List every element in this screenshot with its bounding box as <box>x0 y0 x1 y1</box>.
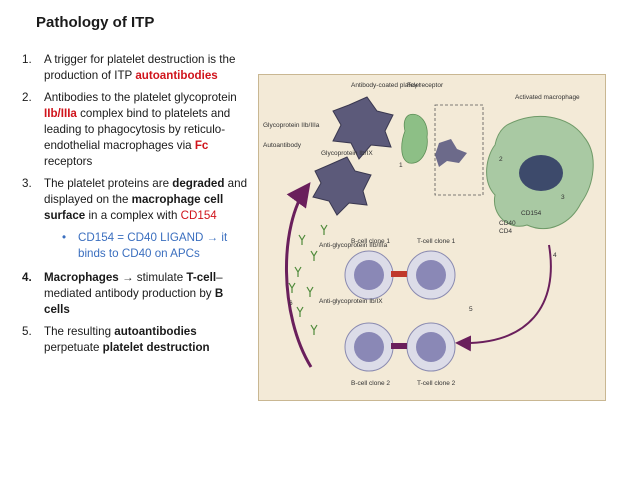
step-6: 6 <box>289 300 293 307</box>
step-2: 2 <box>499 156 503 163</box>
t-cell-2-nucleus <box>416 332 446 362</box>
step-5: 5 <box>469 306 473 313</box>
item-text: and displayed on the <box>44 177 248 206</box>
platelet-shape <box>435 139 467 167</box>
list-item-3: 3. The platelet proteins are degraded an… <box>22 176 250 224</box>
label-glycoprotein-iib-iiia: Glycoprotein IIb/IIIa <box>263 122 320 129</box>
label-anti-ib-ix: Anti-glycoprotein Ib/IX <box>319 298 383 305</box>
bold-t-cell: T-cell <box>186 271 217 284</box>
highlight-autoantibodies: autoantibodies <box>135 69 218 82</box>
page-title: Pathology of ITP <box>36 14 155 31</box>
figure-illustration: Antibody-coated platelet Fcγ receptor Ac… <box>263 82 594 387</box>
label-fcy-receptor: Fcγ receptor <box>407 82 444 89</box>
sub-bullet-text: CD154 = CD40 LIGAND → it binds to CD40 o… <box>78 231 228 260</box>
bullet-dot: • <box>62 231 67 244</box>
bold-degraded: degraded <box>172 177 225 190</box>
item-text: in a complex with <box>85 209 181 222</box>
item-text: A trigger for platelet destruction is th… <box>44 53 236 82</box>
list-item-1: 1. A trigger for platelet destruction is… <box>22 52 250 84</box>
macrophage-to-tcell-arrow <box>455 244 552 352</box>
b-cell-2-nucleus <box>354 332 384 362</box>
label-b-cell-clone-2: B-cell clone 2 <box>351 380 390 387</box>
item-number: 5. <box>22 325 32 338</box>
label-b-cell-clone-1: B-cell clone 1 <box>351 238 390 245</box>
highlight-cd154: CD154 <box>180 209 217 222</box>
synapse-2 <box>391 343 407 349</box>
highlight-fc: Fc <box>194 139 209 152</box>
label-anti-iib-iiia: Anti-glycoprotein IIb/IIIa <box>319 242 388 249</box>
label-t-cell-clone-2: T-cell clone 2 <box>417 380 456 387</box>
bold-autoantibodies: autoantibodies <box>114 325 197 338</box>
item-number: 3. <box>22 177 32 190</box>
bold-b-cells: B cells <box>44 287 224 316</box>
b-cell-1-nucleus <box>354 260 384 290</box>
item-number: 1. <box>22 53 32 66</box>
bold-macrophages: Macrophages <box>44 271 119 284</box>
item-number: 4. <box>22 271 32 284</box>
itp-pathology-figure: Antibody-coated platelet Fcγ receptor Ac… <box>258 74 606 401</box>
step-4: 4 <box>553 252 557 259</box>
macrophage-nucleus <box>519 155 563 191</box>
item-text: receptors <box>44 155 93 168</box>
label-t-cell-clone-1: T-cell clone 1 <box>417 238 456 245</box>
bold-macrophage-surface: macrophage cell surface <box>44 193 224 222</box>
item-text: complex bind to platelets and leading to… <box>44 107 231 152</box>
item-text: perpetuate <box>44 341 103 354</box>
synapse-1 <box>391 271 407 277</box>
platelet-shape <box>332 96 394 160</box>
fc-receptor-shape <box>401 113 428 164</box>
return-arrow <box>285 182 313 368</box>
label-activated-macrophage: Activated macrophage <box>515 94 580 101</box>
bold-platelet-destruction: platelet destruction <box>102 341 210 354</box>
antibody-glyphs <box>288 224 328 335</box>
list-item-5: 5. The resulting autoantibodies perpetua… <box>22 324 250 356</box>
step-1: 1 <box>399 162 403 169</box>
item-number: 2. <box>22 91 32 104</box>
item-text: – mediated antibody production by <box>44 271 223 300</box>
label-cd40: CD40 <box>499 220 516 227</box>
t-cell-1-nucleus <box>416 260 446 290</box>
pathology-list: 1. A trigger for platelet destruction is… <box>22 52 250 362</box>
item-text: Antibodies to the platelet glycoprotein <box>44 91 237 104</box>
list-item-4: 4. Macrophages → stimulate T-cell– media… <box>22 270 250 318</box>
step-3: 3 <box>561 194 565 201</box>
label-autoantibody: Autoantibody <box>263 142 302 149</box>
label-cd154: CD154 <box>521 210 542 217</box>
sub-bullet: • CD154 = CD40 LIGAND → it binds to CD40… <box>22 230 250 262</box>
platelet-shape <box>312 156 372 216</box>
item-text: The platelet proteins are <box>44 177 173 190</box>
item-text: The resulting <box>44 325 115 338</box>
list-item-2: 2. Antibodies to the platelet glycoprote… <box>22 90 250 170</box>
item-text: → stimulate <box>118 271 187 284</box>
zoom-box <box>434 104 484 196</box>
highlight-glycoprotein: IIb/IIIa <box>44 107 77 120</box>
label-cd4: CD4 <box>499 228 512 235</box>
label-glycoprotein-ib-ix: Glycoprotein Ib/IX <box>321 150 373 157</box>
label-antibody-coated-platelet: Antibody-coated platelet <box>351 82 421 89</box>
